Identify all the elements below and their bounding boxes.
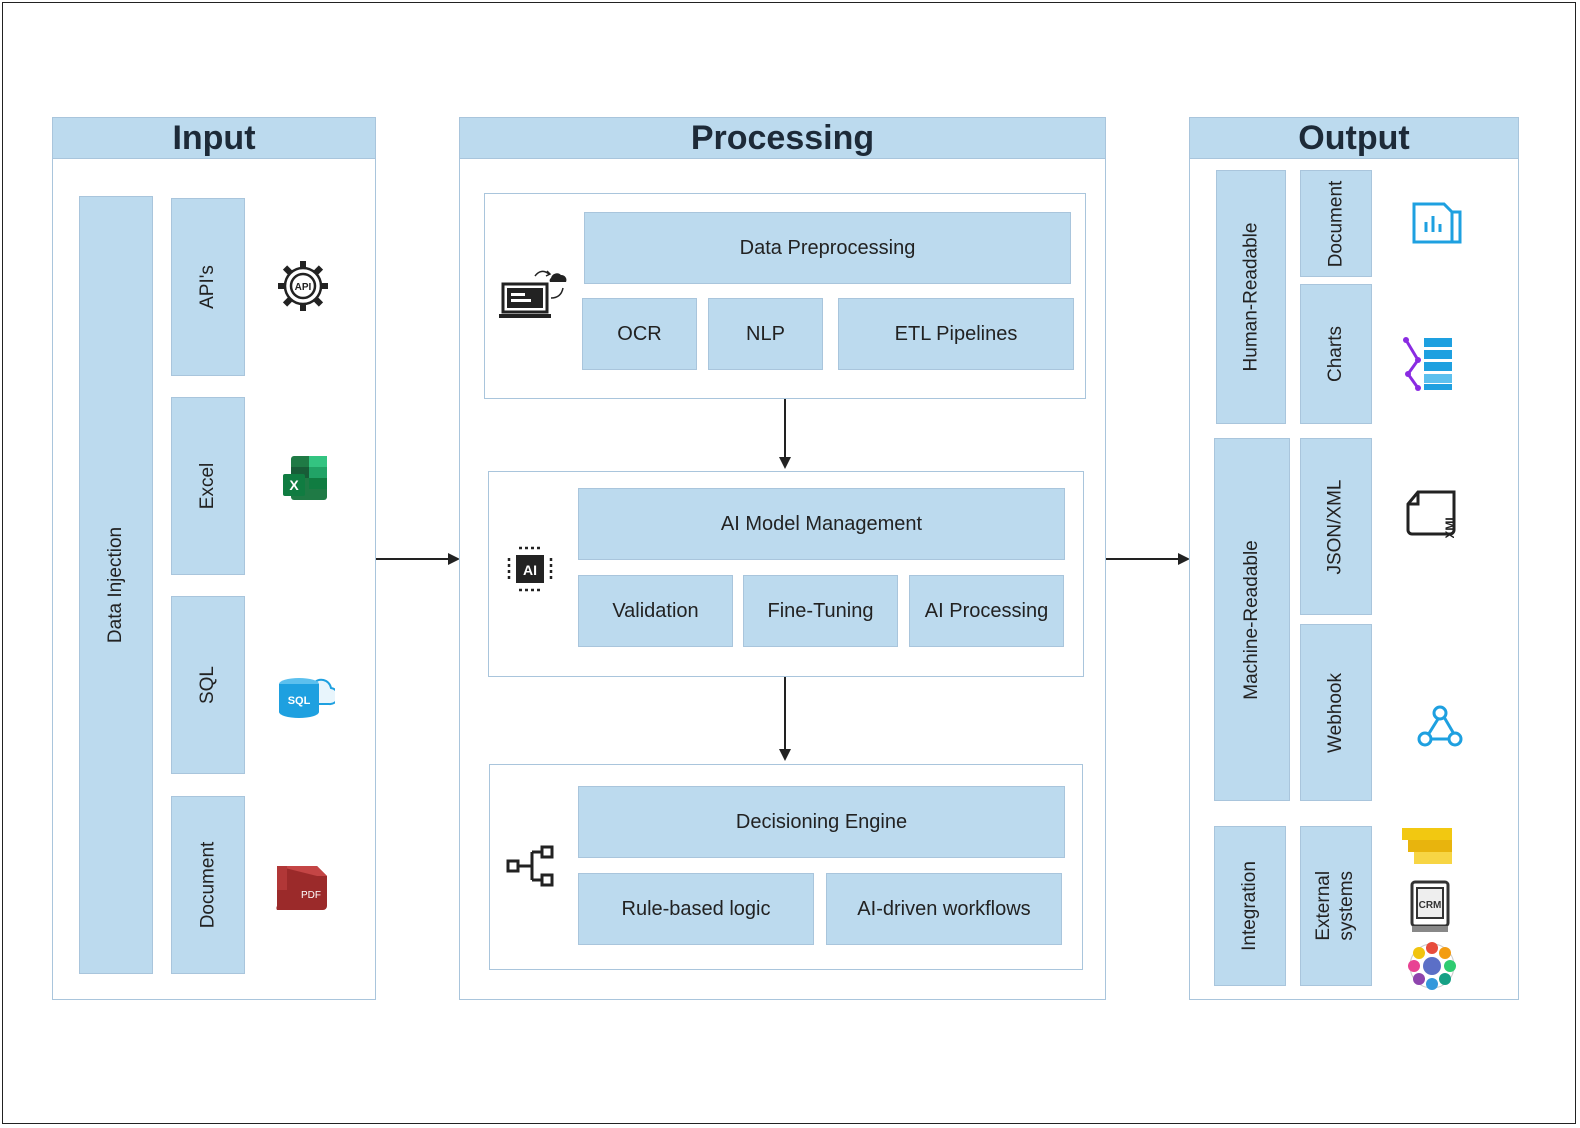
- sql-database-icon: SQL: [279, 678, 335, 718]
- input-panel-title: Input: [52, 117, 376, 159]
- output-document-box: Document: [1300, 170, 1372, 277]
- source-excel-box: Excel: [171, 397, 245, 575]
- chart-icon: [1403, 337, 1452, 391]
- output-charts-box: Charts: [1300, 284, 1372, 424]
- decisioning-engine-box: Decisioning Engine: [578, 786, 1065, 858]
- ai-model-management-box: AI Model Management: [578, 488, 1065, 560]
- output-webhook-box: Webhook: [1300, 624, 1372, 801]
- preprocessing-block: Data Preprocessing OCR NLP ETL Pipelines: [484, 193, 1086, 399]
- source-document-box: Document: [171, 796, 245, 974]
- processing-panel: Processing Data Preprocessing OCR NLP ET…: [459, 117, 1106, 1000]
- ai-chip-icon: AI: [507, 546, 553, 592]
- processing-panel-title: Processing: [459, 117, 1106, 159]
- excel-icon: X: [283, 456, 327, 500]
- svg-text:SQL: SQL: [288, 695, 311, 707]
- pdf-icon: PDF: [276, 866, 327, 910]
- erp-wheel-icon: [1408, 942, 1456, 990]
- ai-processing-box: AI Processing: [909, 575, 1064, 647]
- arrow-model-to-decisioning: [779, 677, 791, 761]
- output-panel: Output Human-Readable Document Charts Ma…: [1189, 117, 1519, 1000]
- source-apis-box: API's: [171, 198, 245, 376]
- analytics-bars-icon: [1402, 828, 1452, 864]
- external-systems-box: External systems: [1300, 826, 1372, 986]
- data-preprocessing-box: Data Preprocessing: [584, 212, 1071, 284]
- svg-text:X: X: [289, 477, 299, 493]
- human-readable-box: Human-Readable: [1216, 170, 1286, 424]
- source-sql-box: SQL: [171, 596, 245, 774]
- api-gear-icon: API: [278, 261, 328, 311]
- data-injection-box: Data Injection: [79, 196, 153, 974]
- fine-tuning-box: Fine-Tuning: [743, 575, 898, 647]
- rule-based-logic-box: Rule-based logic: [578, 873, 814, 945]
- machine-readable-box: Machine-Readable: [1214, 438, 1290, 801]
- webhook-icon: [1417, 705, 1463, 747]
- xml-file-icon: XML: [1406, 490, 1457, 538]
- arrow-processing-to-output: [1106, 553, 1190, 565]
- svg-text:PDF: PDF: [301, 890, 321, 901]
- crm-icon: CRM: [1410, 880, 1450, 932]
- output-json-xml-box: JSON/XML: [1300, 438, 1372, 615]
- model-management-block: AI AI Model Management Validation Fine-T…: [488, 471, 1084, 677]
- svg-text:API: API: [295, 282, 312, 293]
- nlp-box: NLP: [708, 298, 823, 370]
- ocr-box: OCR: [582, 298, 697, 370]
- svg-text:XML: XML: [1443, 513, 1457, 538]
- svg-text:CRM: CRM: [1419, 900, 1442, 911]
- flow-tree-icon: [506, 845, 554, 887]
- arrow-preprocessing-to-model: [779, 399, 791, 469]
- laptop-cloud-icon: [499, 270, 567, 318]
- integration-box: Integration: [1214, 826, 1286, 986]
- svg-text:AI: AI: [523, 562, 537, 578]
- arrow-input-to-processing: [376, 553, 460, 565]
- report-document-icon: [1412, 202, 1462, 244]
- ai-driven-workflows-box: AI-driven workflows: [826, 873, 1062, 945]
- validation-box: Validation: [578, 575, 733, 647]
- output-panel-title: Output: [1189, 117, 1519, 159]
- etl-pipelines-box: ETL Pipelines: [838, 298, 1074, 370]
- decisioning-block: Decisioning Engine Rule-based logic AI-d…: [489, 764, 1083, 970]
- input-panel: Input Data Injection API's Excel SQL Doc…: [52, 117, 376, 1000]
